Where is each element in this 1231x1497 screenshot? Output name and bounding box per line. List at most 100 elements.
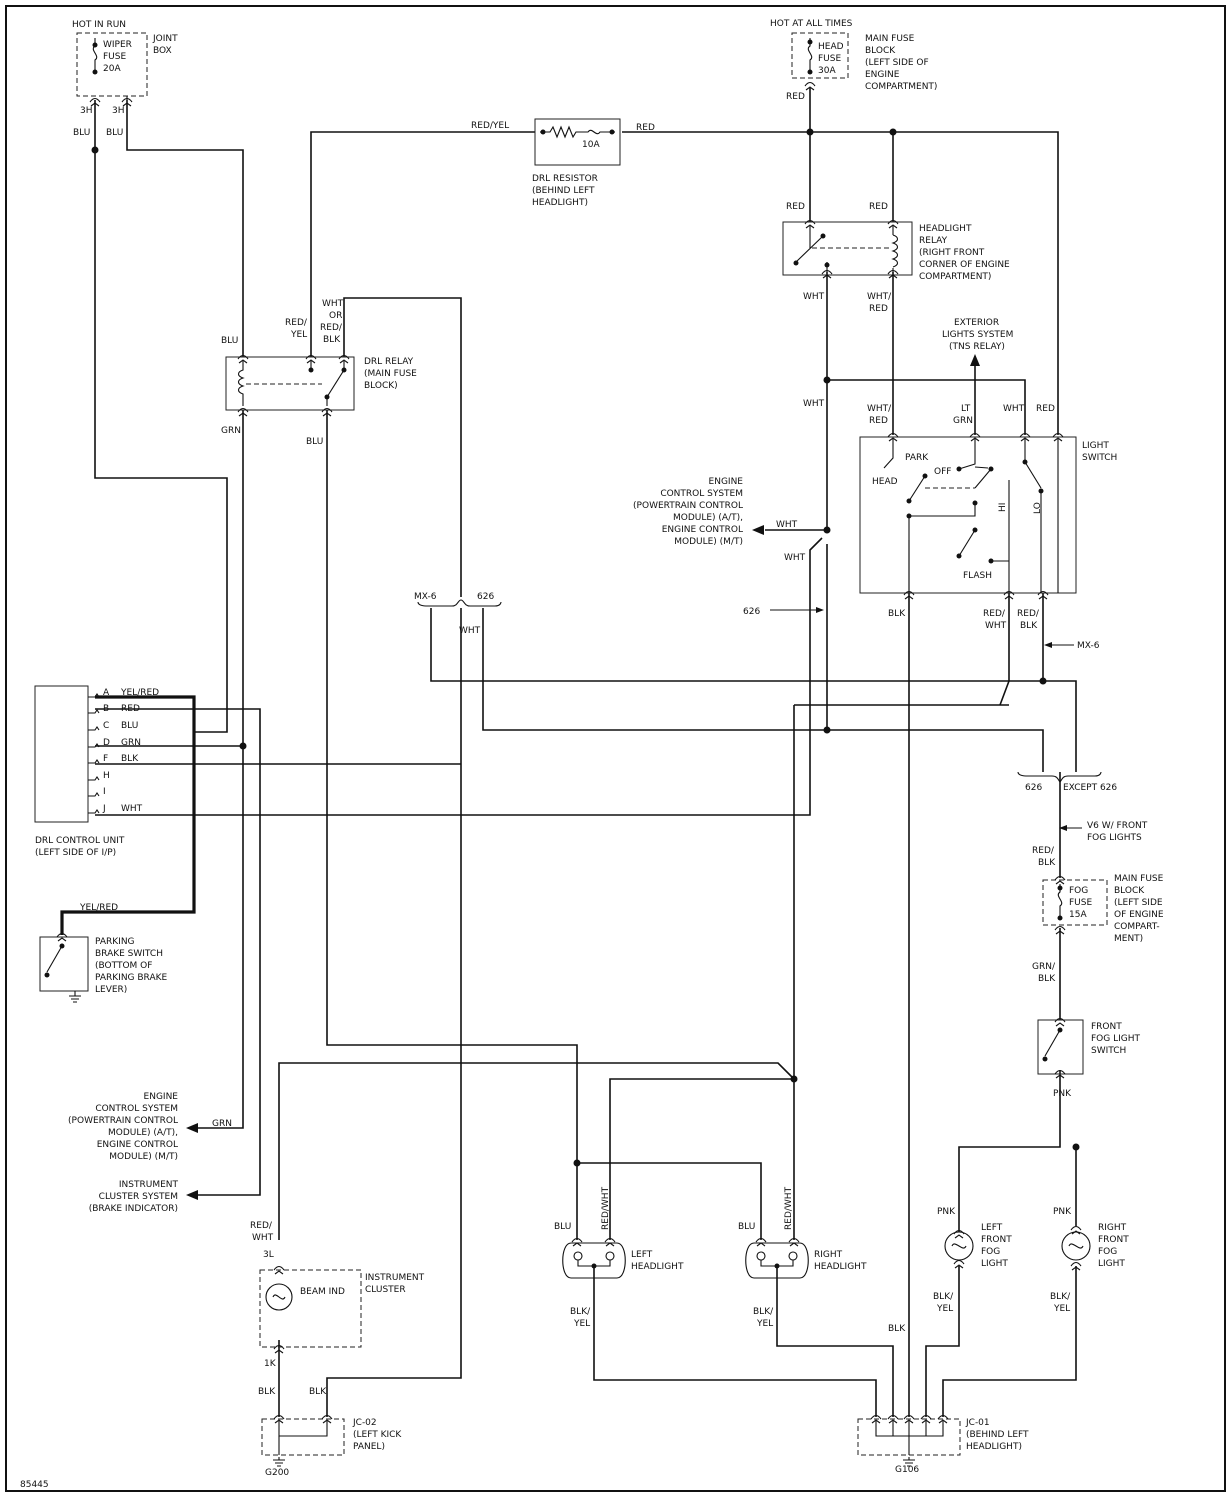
exterior-lights-label-3: (TNS RELAY) xyxy=(949,342,1005,352)
wire-wht-engine: WHT xyxy=(776,520,798,530)
headlight-relay-label-2: RELAY xyxy=(919,236,948,246)
wire-pnk-lf: PNK xyxy=(937,1207,956,1217)
drl-pin-j: J xyxy=(102,804,106,814)
connector-terminal xyxy=(1003,590,1015,600)
engine-control-left-5: ENGINE CONTROL xyxy=(97,1140,178,1150)
drl-resistor-label-3: HEADLIGHT) xyxy=(532,198,588,208)
engine-control-right-5: ENGINE CONTROL xyxy=(662,525,743,535)
left-headlight xyxy=(562,1242,626,1279)
drl-pin-c-wire: BLU xyxy=(121,721,138,731)
drl-resistor-label-1: DRL RESISTOR xyxy=(532,174,598,184)
connector-terminal xyxy=(1070,1225,1082,1235)
wire-red-wht-cluster-2: WHT xyxy=(252,1233,274,1243)
diagram-border xyxy=(5,5,1226,1492)
parking-brake-label-4: PARKING BRAKE xyxy=(95,973,168,983)
jc02-label-1: JC-02 xyxy=(352,1418,377,1428)
drl-pin-terminal xyxy=(88,693,100,698)
wire-blk-ground: BLK xyxy=(888,1324,906,1334)
connector-terminal xyxy=(887,269,899,279)
connector-terminal xyxy=(1054,875,1066,885)
wire-red-blk-sw-2: BLK xyxy=(1020,621,1038,631)
connector-terminal xyxy=(1037,590,1049,600)
connector-terminals xyxy=(56,81,1082,1424)
connector-terminal xyxy=(969,432,981,442)
arrows xyxy=(186,354,1082,1200)
instrument-cluster xyxy=(259,1269,362,1348)
switch-park-label: PARK xyxy=(905,453,929,463)
wire-blk-yel-lh-2: YEL xyxy=(573,1319,590,1329)
drl-pin-terminal xyxy=(88,743,100,748)
drl-control-unit-label-1: DRL CONTROL UNIT xyxy=(35,836,125,846)
wire-wht-or-2: OR xyxy=(329,311,342,321)
drl-pin-a: A xyxy=(103,688,110,698)
connector-terminal xyxy=(903,590,915,600)
main-fuse-block-top-4: ENGINE xyxy=(865,70,900,80)
left-fog-label-4: LIGHT xyxy=(981,1259,1008,1269)
connector-terminal xyxy=(1054,1017,1066,1027)
drl-resistor-label-2: (BEHIND LEFT xyxy=(532,186,595,196)
drl-relay-label-2: (MAIN FUSE xyxy=(364,369,417,379)
right-fog-light xyxy=(1061,1231,1091,1261)
drl-pin-c: C xyxy=(103,721,109,731)
wire-red-wht-2: WHT xyxy=(985,621,1007,631)
wire-red-wht-1: RED/ xyxy=(983,609,1006,619)
main-fuse-block-right-2: BLOCK xyxy=(1114,886,1145,896)
wire-red-bus: RED xyxy=(636,123,655,133)
wire-lt-grn-1: LT xyxy=(961,404,971,414)
drl-control-unit xyxy=(34,685,89,823)
front-fog-switch xyxy=(1037,1019,1084,1075)
wire-grn-engine: GRN xyxy=(212,1119,232,1129)
wire-red-wht-rh: RED/WHT xyxy=(784,1186,794,1230)
jc01-label-1: JC-01 xyxy=(965,1418,990,1428)
wire-red-top: RED xyxy=(786,92,805,102)
wire-red-yel-drl-2: YEL xyxy=(290,330,307,340)
wiper-fuse-label-2: FUSE xyxy=(103,52,126,62)
main-fuse-block-top-2: BLOCK xyxy=(865,46,896,56)
pin-1k: 1K xyxy=(264,1359,277,1369)
connector-terminal xyxy=(870,1414,882,1424)
engine-control-right-4: MODULE) (A/T), xyxy=(673,513,743,523)
joint-box-label-2: BOX xyxy=(153,46,172,56)
connector-terminal xyxy=(237,354,249,364)
engine-control-right-6: MODULE) (M/T) xyxy=(674,537,743,547)
main-fuse-block-right-4: OF ENGINE xyxy=(1114,910,1164,920)
left-headlight-label-1: LEFT xyxy=(631,1250,653,1260)
splice-dots xyxy=(91,128,1080,1167)
joint-box-label-1: JOINT xyxy=(152,34,178,44)
switch-lo-label: LO xyxy=(1033,502,1043,514)
pin-3h-right: 3H xyxy=(112,106,125,116)
engine-control-left-6: MODULE) (M/T) xyxy=(109,1152,178,1162)
right-headlight-label-1: RIGHT xyxy=(814,1250,843,1260)
connector-terminal xyxy=(1054,1069,1066,1079)
hot-in-run-label: HOT IN RUN xyxy=(72,20,126,30)
head-fuse-label-1: HEAD xyxy=(818,42,844,52)
front-fog-switch-label-1: FRONT xyxy=(1091,1022,1122,1032)
wire-blk-cluster: BLK xyxy=(258,1387,276,1397)
fog-fuse-label-2: FUSE xyxy=(1069,898,1092,908)
option-626-arrow: 626 xyxy=(743,607,760,617)
connector-terminal xyxy=(804,219,816,229)
pin-3l: 3L xyxy=(263,1250,274,1260)
wire-blk-yel-rh-1: BLK/ xyxy=(753,1307,774,1317)
drl-pin-terminal xyxy=(88,792,100,797)
connector-terminal xyxy=(305,354,317,364)
wire-blu-rh: BLU xyxy=(738,1222,755,1232)
connector-terminal xyxy=(1070,1261,1082,1271)
drl-pin-a-wire: YEL/RED xyxy=(120,688,159,698)
wire-wht-sw: WHT xyxy=(1003,404,1025,414)
main-fuse-block-top-5: COMPARTMENT) xyxy=(865,82,937,92)
drl-pin-j-wire: WHT xyxy=(121,804,143,814)
main-fuse-block-right-1: MAIN FUSE xyxy=(1114,874,1164,884)
connector-terminal xyxy=(604,1237,616,1247)
v6-fog-label-2: FOG LIGHTS xyxy=(1087,833,1142,843)
wire-red-yel-drl-1: RED/ xyxy=(285,318,308,328)
connector-terminal xyxy=(804,81,816,91)
right-fog-label-1: RIGHT xyxy=(1098,1223,1127,1233)
drl-pin-terminal xyxy=(88,726,100,731)
left-headlight-label-2: HEADLIGHT xyxy=(631,1262,684,1272)
figure-number: 85445 xyxy=(20,1480,49,1490)
jc-01-junction xyxy=(857,1418,961,1467)
connector-terminal xyxy=(571,1237,583,1247)
hot-at-all-times-label: HOT AT ALL TIMES xyxy=(770,19,853,29)
